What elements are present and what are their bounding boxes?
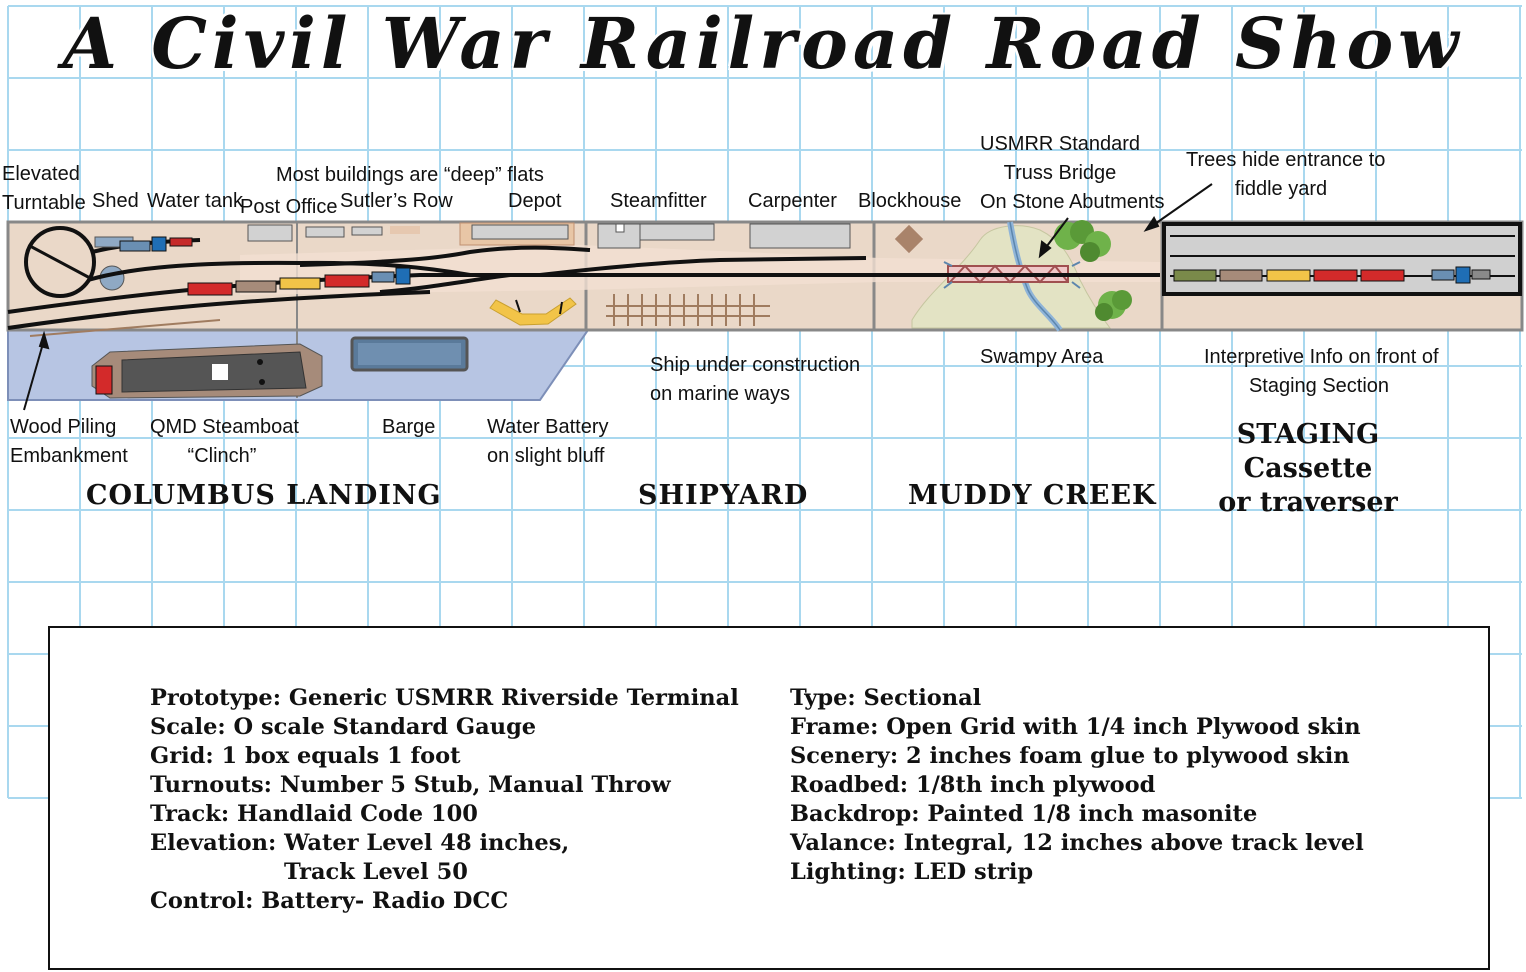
label-depot: Depot bbox=[508, 190, 562, 212]
label-water-tank: Water tank bbox=[147, 190, 243, 212]
label-carpenter: Carpenter bbox=[748, 190, 837, 212]
label-line: Interpretive Info on front of bbox=[1204, 346, 1439, 368]
blockhouse-building bbox=[894, 224, 924, 254]
section-line: STAGING bbox=[1236, 419, 1380, 450]
spec-line: Frame: Open Grid with 1/4 inch Plywood s… bbox=[790, 714, 1361, 740]
label-line: on slight bluff bbox=[487, 445, 605, 467]
spec-line: Lighting: LED strip bbox=[790, 859, 1034, 885]
label-trees: Trees hide entrance to fiddle yard bbox=[1186, 146, 1386, 204]
label-steamboat: QMD Steamboat “Clinch” bbox=[150, 413, 299, 471]
label-deep-flats: Most buildings are “deep” flats bbox=[276, 164, 544, 186]
spec-line: Grid: 1 box equals 1 foot bbox=[150, 743, 461, 769]
section-line: or traverser bbox=[1218, 487, 1398, 518]
label-line: QMD Steamboat bbox=[150, 416, 299, 438]
section-shipyard: SHIPYARD bbox=[638, 480, 809, 511]
spec-line: Track Level 50 bbox=[284, 859, 468, 885]
turntable bbox=[24, 226, 96, 298]
label-swampy-area: Swampy Area bbox=[980, 346, 1104, 368]
spec-line: Scenery: 2 inches foam glue to plywood s… bbox=[790, 743, 1350, 769]
label-line: Trees hide entrance to bbox=[1186, 149, 1386, 171]
label-ship-under-construction: Ship under construction on marine ways bbox=[650, 351, 860, 409]
label-line: fiddle yard bbox=[1234, 178, 1328, 200]
label-post-office: Post Office bbox=[240, 196, 338, 218]
label-line: Water Battery bbox=[487, 416, 609, 438]
label-arrows bbox=[23, 183, 1213, 411]
spec-line: Type: Sectional bbox=[790, 685, 982, 711]
label-steamfitter: Steamfitter bbox=[610, 190, 707, 212]
water-battery bbox=[489, 297, 577, 326]
page-title: A Civil War Railroad Road Show bbox=[62, 2, 1464, 85]
label-truss-bridge: USMRR Standard Truss Bridge On Stone Abu… bbox=[980, 130, 1165, 217]
label-blockhouse: Blockhouse bbox=[858, 190, 962, 212]
label-barge: Barge bbox=[382, 416, 436, 438]
sutlers-row-building-1 bbox=[305, 226, 345, 238]
label-line: USMRR Standard bbox=[980, 133, 1141, 155]
label-line: “Clinch” bbox=[187, 445, 257, 467]
marine-ways bbox=[606, 294, 770, 326]
train-columbus bbox=[119, 236, 411, 296]
sutlers-row-building-2 bbox=[351, 226, 383, 236]
spec-line: Backdrop: Painted 1/8 inch masonite bbox=[790, 801, 1258, 827]
label-shed: Shed bbox=[92, 190, 139, 212]
label-interpretive-info: Interpretive Info on front of Staging Se… bbox=[1204, 343, 1439, 401]
label-line: Turntable bbox=[2, 192, 86, 214]
carpenter-building bbox=[749, 223, 851, 249]
specs-left-column: Prototype: Generic USMRR Riverside Termi… bbox=[150, 684, 739, 916]
spec-line: Track: Handlaid Code 100 bbox=[150, 801, 478, 827]
specs-right-column: Type: Sectional Frame: Open Grid with 1/… bbox=[790, 684, 1364, 887]
spec-line: Control: Battery- Radio DCC bbox=[150, 888, 509, 914]
label-water-battery: Water Battery on slight bluff bbox=[487, 413, 609, 471]
label-elevated-turntable: Elevated Turntable bbox=[2, 160, 86, 218]
post-office-building bbox=[247, 224, 293, 242]
spec-line: Scale: O scale Standard Gauge bbox=[150, 714, 537, 740]
steamboat-clinch bbox=[91, 343, 323, 399]
label-sutlers-row: Sutler’s Row bbox=[340, 190, 453, 212]
spec-line: Valance: Integral, 12 inches above track… bbox=[790, 830, 1364, 856]
section-columbus-landing: COLUMBUS LANDING bbox=[86, 480, 442, 511]
spec-line: Turnouts: Number 5 Stub, Manual Throw bbox=[150, 772, 671, 798]
section-line: Cassette bbox=[1243, 453, 1373, 484]
label-line: Wood Piling bbox=[10, 416, 117, 438]
label-wood-piling: Wood Piling Embankment bbox=[10, 413, 128, 471]
label-line: Staging Section bbox=[1248, 375, 1390, 397]
label-line: on marine ways bbox=[650, 383, 791, 405]
label-line: Truss Bridge bbox=[1003, 162, 1117, 184]
specifications-box: Prototype: Generic USMRR Riverside Termi… bbox=[48, 626, 1490, 970]
train-staging bbox=[1173, 266, 1491, 284]
label-line: Ship under construction bbox=[650, 354, 861, 376]
label-line: On Stone Abutments bbox=[980, 191, 1165, 213]
section-muddy-creek: MUDDY CREEK bbox=[908, 480, 1157, 511]
label-line: Embankment bbox=[10, 445, 128, 467]
label-line: Elevated bbox=[2, 163, 80, 185]
spec-line: Elevation: Water Level 48 inches, bbox=[150, 830, 570, 856]
spec-line: Roadbed: 1/8th inch plywood bbox=[790, 772, 1156, 798]
spec-line: Prototype: Generic USMRR Riverside Termi… bbox=[150, 685, 739, 711]
section-staging: STAGING Cassette or traverser bbox=[1200, 418, 1416, 520]
